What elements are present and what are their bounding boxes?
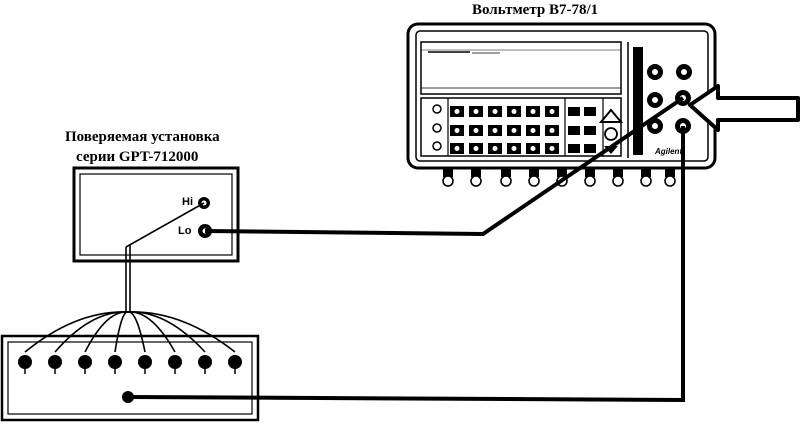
wiring [24,96,685,403]
jumper-wire [127,311,236,353]
terminal-lo-label: Lo [178,225,192,237]
device-title-line2: серии GPT-712000 [76,149,199,165]
voltmeter-front-panel [406,22,717,187]
vm-foot-icon [613,168,623,177]
arrow-left-icon [688,84,800,132]
vm-button-icon [568,144,580,153]
jumper-wire [84,311,129,353]
device-title-line1: Поверяемая установка [65,129,220,145]
vm-foot-icon [501,168,511,177]
vm-button-icon [584,144,596,153]
jumper-board [0,334,260,422]
vm-foot-icon [529,168,539,177]
vm-foot-icon [557,168,567,177]
test-device-box [72,166,240,263]
voltmeter-title: Вольтметр В7-78/1 [472,2,599,18]
voltmeter-brand-label: Agilent [655,147,683,156]
vm-foot-icon [443,168,453,177]
vm-knob-icon [432,123,442,133]
vm-button-icon [568,107,580,116]
vm-foot-icon [585,168,595,177]
terminal-hi-label: Hi [182,196,193,208]
vm-foot-icon [641,168,651,177]
vm-button-icon [584,126,596,135]
vm-button-icon [568,126,580,135]
vm-knob-icon [432,104,442,114]
vm-knob-icon [432,141,442,151]
vm-foot-icon [665,168,675,177]
vm-foot-icon [471,168,481,177]
jumper-wire [114,311,129,353]
vm-button-icon [584,107,596,116]
